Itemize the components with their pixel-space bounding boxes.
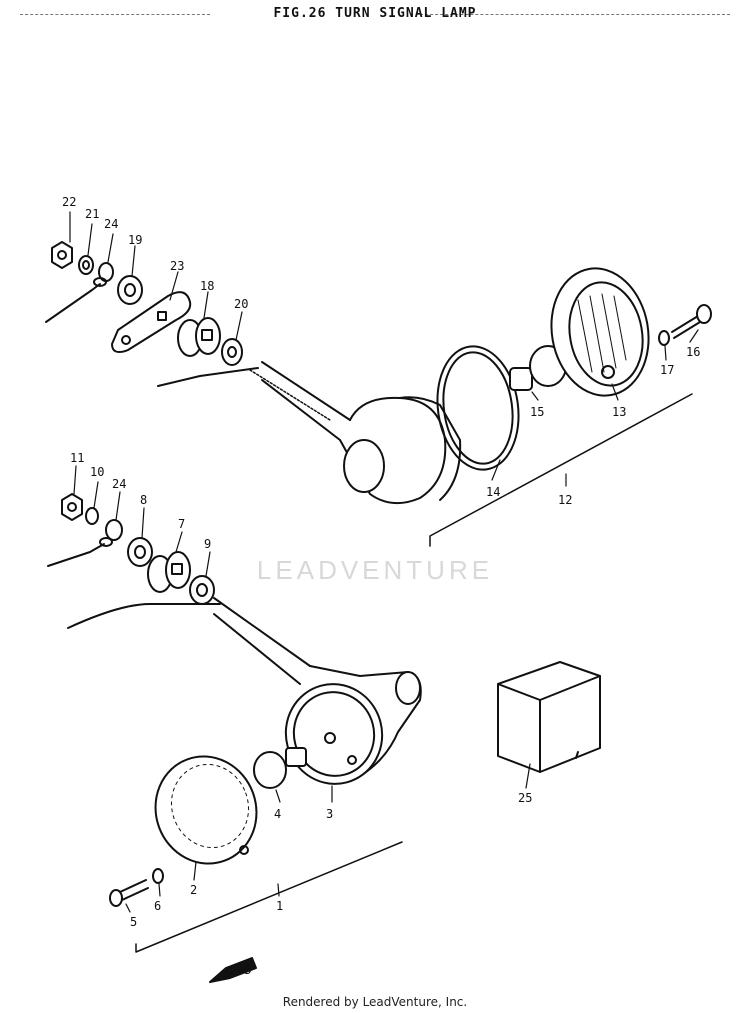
part-washer-24-lower — [105, 491, 123, 541]
callout-5: 5 — [130, 915, 137, 929]
callout-11: 11 — [70, 451, 84, 465]
callout-22: 22 — [62, 195, 76, 209]
part-lead-wire-upper — [157, 367, 259, 387]
callout-10: 10 — [90, 465, 104, 479]
part-nut-11 — [61, 465, 83, 521]
part-nut-19 — [117, 245, 143, 305]
callout-21: 21 — [85, 207, 99, 221]
part-nut-22 — [51, 211, 73, 269]
part-rubber-18 — [177, 291, 221, 357]
fwd-arrow-icon: FWD — [209, 957, 257, 983]
part-washer-24-upper — [98, 233, 114, 282]
leader-1 — [277, 883, 280, 897]
callout-24-upper: 24 — [104, 217, 118, 231]
part-flasher-relay-25 — [497, 661, 601, 789]
callout-4: 4 — [274, 807, 281, 821]
part-rubber-7 — [147, 531, 191, 593]
part-terminal-wire-upper — [45, 283, 101, 323]
page-title: FIG.26 TURN SIGNAL LAMP — [273, 6, 477, 21]
part-terminal-wire-lower — [47, 543, 105, 567]
callout-16: 16 — [686, 345, 700, 359]
wire-terminal-eye-lower — [99, 537, 113, 547]
lower-lamp-assembly — [47, 465, 422, 953]
callout-12: 12 — [558, 493, 572, 507]
callout-23: 23 — [170, 259, 184, 273]
part-washer-21 — [78, 223, 94, 275]
callout-17: 17 — [660, 363, 674, 377]
part-lead-wire-lower — [67, 603, 221, 629]
part-bulb-4 — [253, 747, 307, 803]
callout-3: 3 — [326, 807, 333, 821]
callout-6: 6 — [154, 899, 161, 913]
callout-19: 19 — [128, 233, 142, 247]
wire-terminal-eye — [93, 277, 107, 287]
part-screw-5 — [109, 879, 149, 913]
part-housing-lower — [213, 597, 422, 777]
part-lens-2 — [154, 755, 258, 881]
part-bracket-23 — [111, 271, 192, 353]
part-washer-20 — [221, 311, 243, 366]
part-washer-10 — [85, 481, 99, 525]
fwd-label: FWD — [230, 963, 252, 977]
part-washer-17 — [658, 330, 670, 361]
group-bracket-1 — [135, 841, 403, 953]
callout-8: 8 — [140, 493, 147, 507]
callout-13: 13 — [612, 405, 626, 419]
callout-15: 15 — [530, 405, 544, 419]
callout-labels: 22 21 24 19 23 18 20 16 17 13 15 14 12 1… — [62, 195, 700, 929]
callout-7: 7 — [178, 517, 185, 531]
footer-credit: Rendered by LeadVenture, Inc. — [282, 995, 468, 1009]
title-rule-right — [420, 14, 730, 15]
part-screw-16 — [671, 304, 712, 343]
callout-24-lower: 24 — [112, 477, 126, 491]
callout-20: 20 — [234, 297, 248, 311]
part-nut-8 — [127, 507, 153, 567]
title-rule-left — [20, 14, 210, 15]
part-washer-6 — [152, 868, 164, 897]
part-lens-13 — [550, 267, 650, 401]
upper-lamp-assembly — [45, 211, 712, 547]
callout-14: 14 — [486, 485, 500, 499]
watermark-text: LEADVENTURE — [256, 555, 494, 585]
callout-9: 9 — [204, 537, 211, 551]
callout-1: 1 — [276, 899, 283, 913]
part-washer-9 — [189, 551, 215, 605]
callout-25: 25 — [518, 791, 532, 805]
group-bracket-12 — [429, 393, 693, 547]
part-housing-upper — [249, 361, 462, 505]
part-rim-3 — [284, 683, 384, 803]
callout-2: 2 — [190, 883, 197, 897]
callout-18: 18 — [200, 279, 214, 293]
part-gasket-14 — [436, 345, 520, 481]
